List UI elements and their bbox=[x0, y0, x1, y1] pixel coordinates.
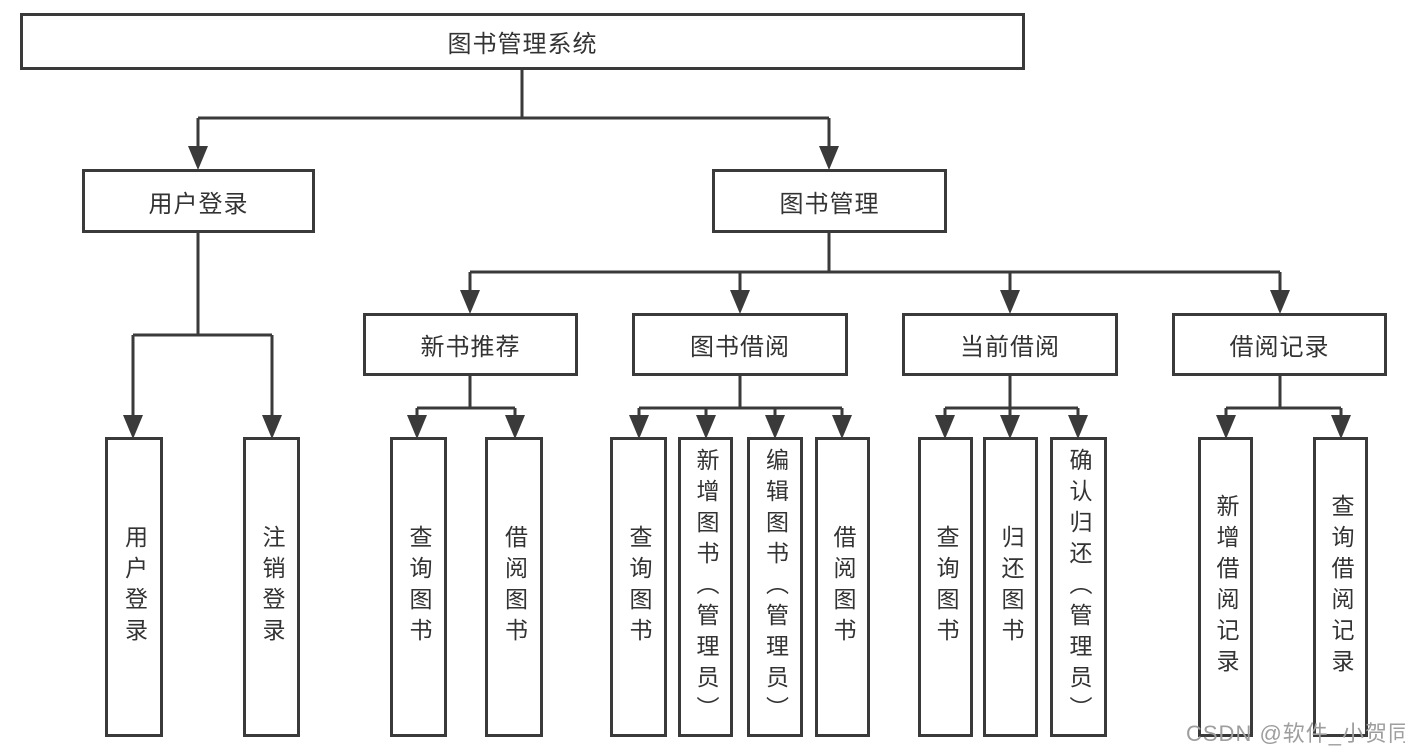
leaf-borrow-books-recommend: 借阅图书 bbox=[485, 437, 543, 737]
watermark: CSDN @软件_小贺同学 bbox=[1186, 721, 1405, 746]
leaf-user-login: 用户登录 bbox=[105, 437, 163, 737]
arrowhead-icon bbox=[1331, 415, 1351, 439]
arrowhead-icon bbox=[1216, 415, 1236, 439]
leaf-query-books-recommend: 查询图书 bbox=[390, 437, 447, 737]
arrowhead-icon bbox=[1000, 290, 1020, 314]
leaf-add-borrow-record: 新增借阅记录 bbox=[1198, 437, 1253, 737]
connector-shafts bbox=[131, 70, 1343, 421]
leaf-query-books-borrow: 查询图书 bbox=[610, 437, 667, 737]
node-current-borrow: 当前借阅 bbox=[902, 313, 1118, 376]
arrowhead-icon bbox=[765, 415, 785, 439]
arrowhead-icon bbox=[1000, 415, 1020, 439]
leaf-confirm-return-admin: 确认归还（管理员） bbox=[1050, 437, 1107, 737]
arrowhead-icon bbox=[123, 415, 143, 439]
leaf-edit-books-admin: 编辑图书（管理员） bbox=[747, 437, 803, 737]
arrowhead-icon bbox=[629, 415, 649, 439]
node-user-login: 用户登录 bbox=[82, 169, 315, 233]
node-new-book-recommend: 新书推荐 bbox=[363, 313, 578, 376]
arrowhead-icon bbox=[696, 415, 716, 439]
leaf-query-books-current: 查询图书 bbox=[918, 437, 973, 737]
node-root: 图书管理系统 bbox=[20, 13, 1025, 70]
leaf-return-books: 归还图书 bbox=[983, 437, 1038, 737]
arrowhead-icon bbox=[460, 290, 480, 314]
node-book-management: 图书管理 bbox=[712, 169, 947, 233]
arrowhead-icon bbox=[935, 415, 955, 439]
arrowhead-icon bbox=[505, 415, 525, 439]
arrowhead-icon bbox=[819, 146, 839, 170]
node-borrow-records: 借阅记录 bbox=[1172, 313, 1387, 376]
arrowhead-icon bbox=[188, 146, 208, 170]
node-book-borrow: 图书借阅 bbox=[632, 313, 848, 376]
arrowhead-icon bbox=[262, 415, 282, 439]
arrowhead-icon bbox=[1270, 290, 1290, 314]
leaf-logout: 注销登录 bbox=[243, 437, 300, 737]
leaf-add-books-admin: 新增图书（管理员） bbox=[678, 437, 733, 737]
arrowhead-icon bbox=[730, 290, 750, 314]
arrowhead-icon bbox=[407, 415, 427, 439]
leaf-borrow-books: 借阅图书 bbox=[815, 437, 870, 737]
arrowheads bbox=[123, 146, 1351, 439]
leaf-query-borrow-record: 查询借阅记录 bbox=[1313, 437, 1368, 737]
arrowhead-icon bbox=[1068, 415, 1088, 439]
arrowhead-icon bbox=[832, 415, 852, 439]
